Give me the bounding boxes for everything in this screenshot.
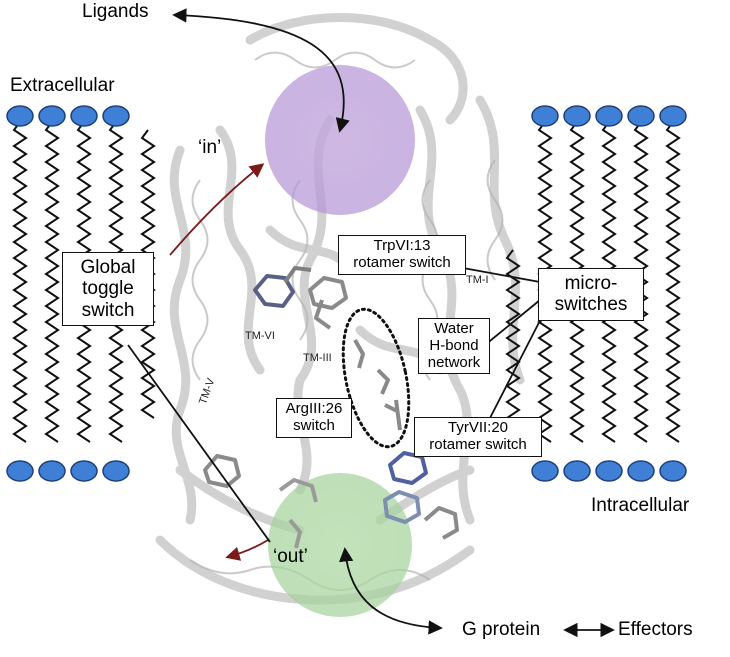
water-line-3: network <box>427 353 481 371</box>
ligand-arrow <box>172 8 350 133</box>
extracellular-label: Extracellular <box>10 75 115 96</box>
helix-tm3-label: TM-III <box>303 352 332 364</box>
tyr-line-1: TyrVII:20 <box>447 419 509 436</box>
lipid-bilayer-left <box>6 105 156 482</box>
global-to-out-line <box>127 344 271 543</box>
helix-tm1-label: TM-I <box>466 274 489 286</box>
arg-switch-box: ArgIII:26 switch <box>276 398 352 438</box>
water-line-1: Water <box>434 320 474 337</box>
trp-line-1: TrpVI:13 <box>373 237 431 254</box>
tyr-to-micro-line <box>489 304 549 419</box>
water-hbond-network-box: Water H-bond network <box>418 318 490 375</box>
effectors-label: Effectors <box>618 619 693 640</box>
g-protein-label: G protein <box>462 619 541 640</box>
global-toggle-switch-box: Global toggle switch <box>62 252 154 326</box>
micro-switches-line-2: switches <box>554 294 628 316</box>
trp-rotamer-switch-box: TrpVI:13 rotamer switch <box>338 235 466 275</box>
micro-switches-box: micro- switches <box>538 268 644 321</box>
water-network-outline <box>341 307 411 449</box>
gprotein-arrow <box>338 547 443 635</box>
water-line-2: H-bond <box>429 336 479 354</box>
global-toggle-line-1: Global <box>80 257 136 278</box>
arg-line-1: ArgIII:26 <box>285 400 343 417</box>
out-pointer <box>225 539 269 561</box>
tyr-rotamer-switch-box: TyrVII:20 rotamer switch <box>414 417 542 457</box>
global-toggle-line-2: toggle <box>82 278 134 300</box>
global-toggle-line-3: switch <box>81 299 135 321</box>
trp-line-2: rotamer switch <box>353 253 451 271</box>
residue-sticks <box>203 266 459 549</box>
tyr-line-2: rotamer switch <box>429 435 527 453</box>
arrows <box>127 8 615 638</box>
intracellular-label: Intracellular <box>591 495 690 516</box>
arg-line-2: switch <box>293 416 335 434</box>
trp-to-micro-line <box>462 267 541 283</box>
in-pointer <box>169 163 265 256</box>
state-in-label: ‘in’ <box>198 137 222 159</box>
water-to-micro-line <box>484 299 541 346</box>
state-out-label: ‘out’ <box>273 546 308 567</box>
ligands-label: Ligands <box>82 1 149 22</box>
ligand-binding-pocket <box>265 65 415 215</box>
helix-tm6-label: TM-VI <box>245 330 275 342</box>
micro-switches-line-1: micro- <box>564 273 618 294</box>
g-protein-binding-site <box>268 473 412 617</box>
